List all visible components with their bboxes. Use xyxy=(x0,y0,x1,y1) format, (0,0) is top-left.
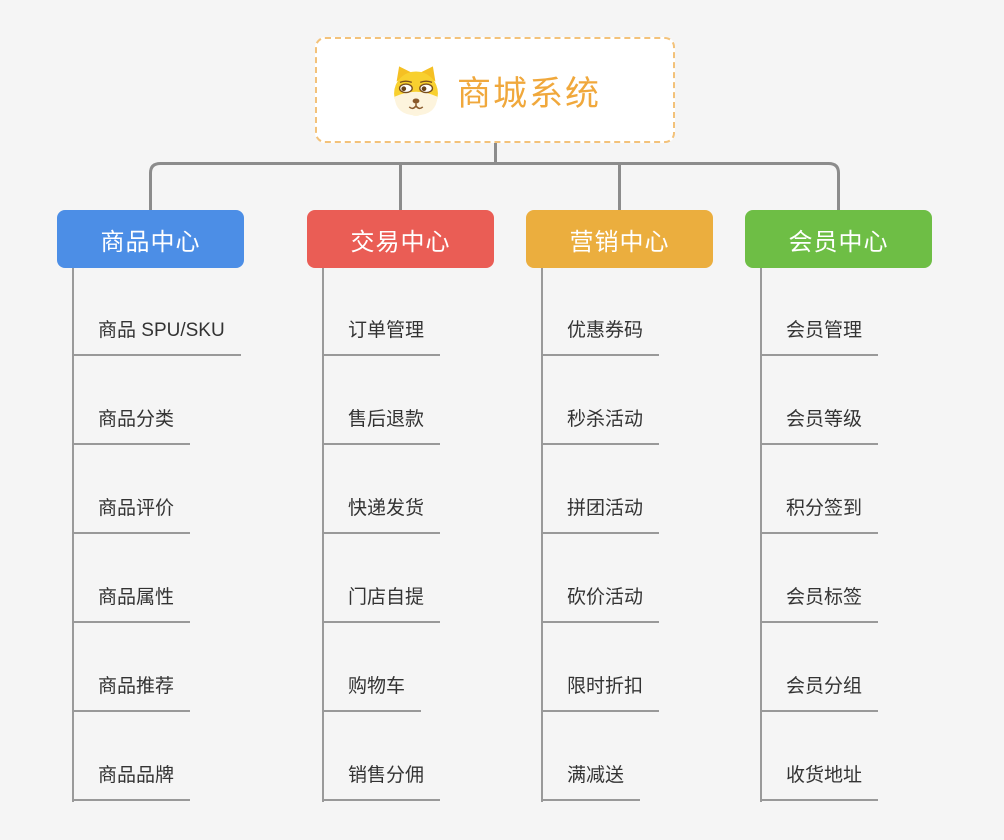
branch-spine xyxy=(760,268,762,802)
leaf-node[interactable]: 商品分类 xyxy=(72,404,191,445)
leaf-node[interactable]: 销售分佣 xyxy=(322,760,441,801)
leaf-node[interactable]: 商品 SPU/SKU xyxy=(72,315,241,356)
leaf-node[interactable]: 售后退款 xyxy=(322,404,441,445)
leaf-node[interactable]: 会员标签 xyxy=(760,582,879,623)
leaf-column-product: 商品 SPU/SKU 商品分类 商品评价 商品属性 商品推荐 商品品牌 xyxy=(72,268,302,803)
root-title: 商城系统 xyxy=(457,74,601,113)
leaf-node[interactable]: 优惠券码 xyxy=(541,315,660,356)
leaf-node[interactable]: 商品推荐 xyxy=(72,671,191,712)
leaf-node[interactable]: 商品评价 xyxy=(72,493,191,534)
leaf-node[interactable]: 快递发货 xyxy=(322,493,441,534)
branch-spine xyxy=(541,268,543,802)
dog-face-icon xyxy=(394,66,438,116)
leaf-node[interactable]: 商品品牌 xyxy=(72,760,191,801)
leaf-node[interactable]: 购物车 xyxy=(322,671,422,712)
branch-label: 交易中心 xyxy=(350,228,451,256)
leaf-node[interactable]: 积分签到 xyxy=(760,493,879,534)
branch-label: 营销中心 xyxy=(569,228,670,256)
branch-spine xyxy=(322,268,324,802)
leaf-node[interactable]: 商品属性 xyxy=(72,582,191,623)
branch-label: 商品中心 xyxy=(100,228,201,256)
root-node[interactable]: 商城系统 xyxy=(315,37,675,143)
leaf-node[interactable]: 拼团活动 xyxy=(541,493,660,534)
leaf-node[interactable]: 会员等级 xyxy=(760,404,879,445)
leaf-node[interactable]: 秒杀活动 xyxy=(541,404,660,445)
branch-node-marketing-center[interactable]: 营销中心 xyxy=(526,210,713,268)
branch-node-member-center[interactable]: 会员中心 xyxy=(745,210,932,268)
branch-bus-line xyxy=(149,162,840,212)
leaf-node[interactable]: 砍价活动 xyxy=(541,582,660,623)
leaf-node[interactable]: 限时折扣 xyxy=(541,671,660,712)
branch-node-product-center[interactable]: 商品中心 xyxy=(57,210,244,268)
leaf-column-marketing: 优惠券码 秒杀活动 拼团活动 砍价活动 限时折扣 满减送 xyxy=(541,268,771,803)
leaf-node[interactable]: 收货地址 xyxy=(760,760,879,801)
leaf-node[interactable]: 会员管理 xyxy=(760,315,879,356)
branch-node-trade-center[interactable]: 交易中心 xyxy=(307,210,494,268)
branch-label: 会员中心 xyxy=(788,228,889,256)
leaf-node[interactable]: 会员分组 xyxy=(760,671,879,712)
branch-spine xyxy=(72,268,74,802)
leaf-node[interactable]: 满减送 xyxy=(541,760,641,801)
leaf-node[interactable]: 订单管理 xyxy=(322,315,441,356)
leaf-column-member: 会员管理 会员等级 积分签到 会员标签 会员分组 收货地址 xyxy=(760,268,990,803)
leaf-column-trade: 订单管理 售后退款 快递发货 门店自提 购物车 销售分佣 xyxy=(322,268,552,803)
leaf-node[interactable]: 门店自提 xyxy=(322,582,441,623)
